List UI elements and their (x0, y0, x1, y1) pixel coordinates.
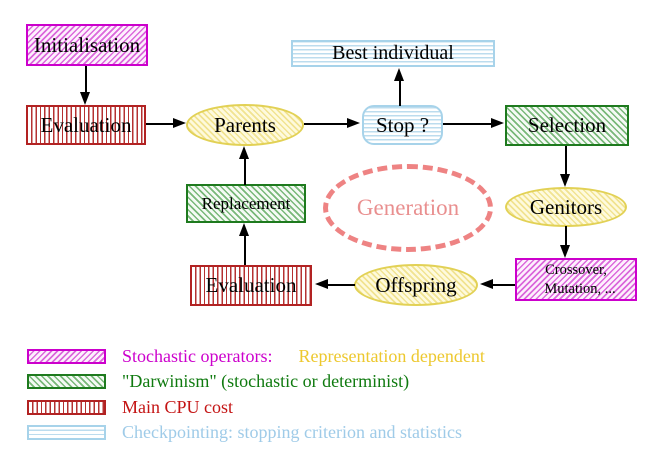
arrow-parents-to-stop (304, 123, 349, 125)
node-evaluation-bottom: Evaluation (190, 265, 312, 306)
legend-label-darwinism: "Darwinism" (stochastic or determinist) (122, 370, 410, 391)
generation-loop-ellipse: Generation (323, 164, 493, 252)
node-parents-label: Parents (214, 112, 276, 137)
node-selection-label: Selection (527, 113, 607, 138)
arrow-replacement-to-parents (244, 158, 246, 185)
arrow-initialisation-to-evaluation-head (80, 92, 90, 105)
node-best-individual: Best individual (291, 40, 495, 67)
node-replacement: Replacement (186, 184, 306, 223)
arrow-offspring-to-evaluation-head (315, 279, 328, 289)
node-stop-label: Stop ? (375, 112, 430, 137)
node-best-individual-label: Best individual (332, 42, 454, 64)
generation-label: Generation (356, 195, 460, 220)
node-genitors-label: Genitors (529, 194, 603, 219)
node-crossover-mutation: Crossover, Mutation, ... (515, 258, 637, 301)
legend-item-checkpointing: Checkpointing: stopping criterion and st… (27, 421, 462, 443)
node-initialisation-label: Initialisation (33, 32, 141, 57)
node-replacement-label: Replacement (201, 193, 291, 213)
arrow-crossover-to-offspring-head (480, 279, 493, 289)
arrow-evaluation-to-replacement-head (239, 223, 249, 236)
node-initialisation: Initialisation (26, 24, 148, 66)
arrow-selection-to-genitors-head (560, 174, 570, 187)
arrow-stop-to-selection (443, 123, 493, 125)
legend-swatch-cyan-stripes (27, 424, 106, 440)
node-parents: Parents (186, 104, 304, 146)
node-crossover-line1: Crossover, (545, 262, 607, 279)
legend-swatch-green-hatch (27, 373, 106, 389)
node-crossover-line2: Mutation, ... (544, 280, 616, 297)
arrow-evaluation-to-parents-head (173, 118, 186, 128)
node-evaluation-top-label: Evaluation (40, 112, 132, 137)
arrow-crossover-to-offspring (491, 284, 515, 286)
arrow-initialisation-to-evaluation (85, 66, 87, 93)
node-offspring-label: Offspring (375, 272, 457, 297)
arrow-genitors-to-crossover (565, 226, 567, 246)
legend-item-stochastic-operators: Stochastic operators: Representation dep… (27, 345, 485, 367)
legend-item-darwinism: "Darwinism" (stochastic or determinist) (27, 370, 409, 392)
arrow-evaluation-to-replacement (244, 235, 246, 265)
legend-swatch-red-stripes (27, 399, 106, 415)
arrow-replacement-to-parents-head (239, 146, 249, 159)
node-evaluation-bottom-label: Evaluation (205, 273, 297, 298)
arrow-parents-to-stop-head (347, 118, 360, 128)
node-genitors: Genitors (505, 187, 627, 227)
legend-label-checkpointing: Checkpointing: stopping criterion and st… (122, 421, 462, 442)
legend-item-main-cpu-cost: Main CPU cost (27, 396, 233, 418)
node-evaluation-top: Evaluation (26, 105, 146, 145)
arrow-offspring-to-evaluation (327, 284, 355, 286)
legend-label-main-cpu-cost: Main CPU cost (122, 396, 234, 417)
arrow-stop-to-selection-head (491, 118, 504, 128)
arrow-stop-to-best-individual-head (394, 68, 404, 81)
legend-label-stochastic-operators: Stochastic operators: (122, 345, 273, 366)
legend-swatch-magenta-hatch (27, 348, 106, 364)
arrow-stop-to-best-individual (399, 80, 401, 106)
node-selection: Selection (505, 105, 629, 146)
arrow-selection-to-genitors (565, 146, 567, 175)
arrow-genitors-to-crossover-head (560, 245, 570, 258)
node-stop: Stop ? (362, 105, 443, 145)
node-offspring: Offspring (354, 264, 478, 306)
arrow-evaluation-to-parents (146, 123, 175, 125)
legend-label-representation-dependent: Representation dependent (298, 345, 485, 366)
